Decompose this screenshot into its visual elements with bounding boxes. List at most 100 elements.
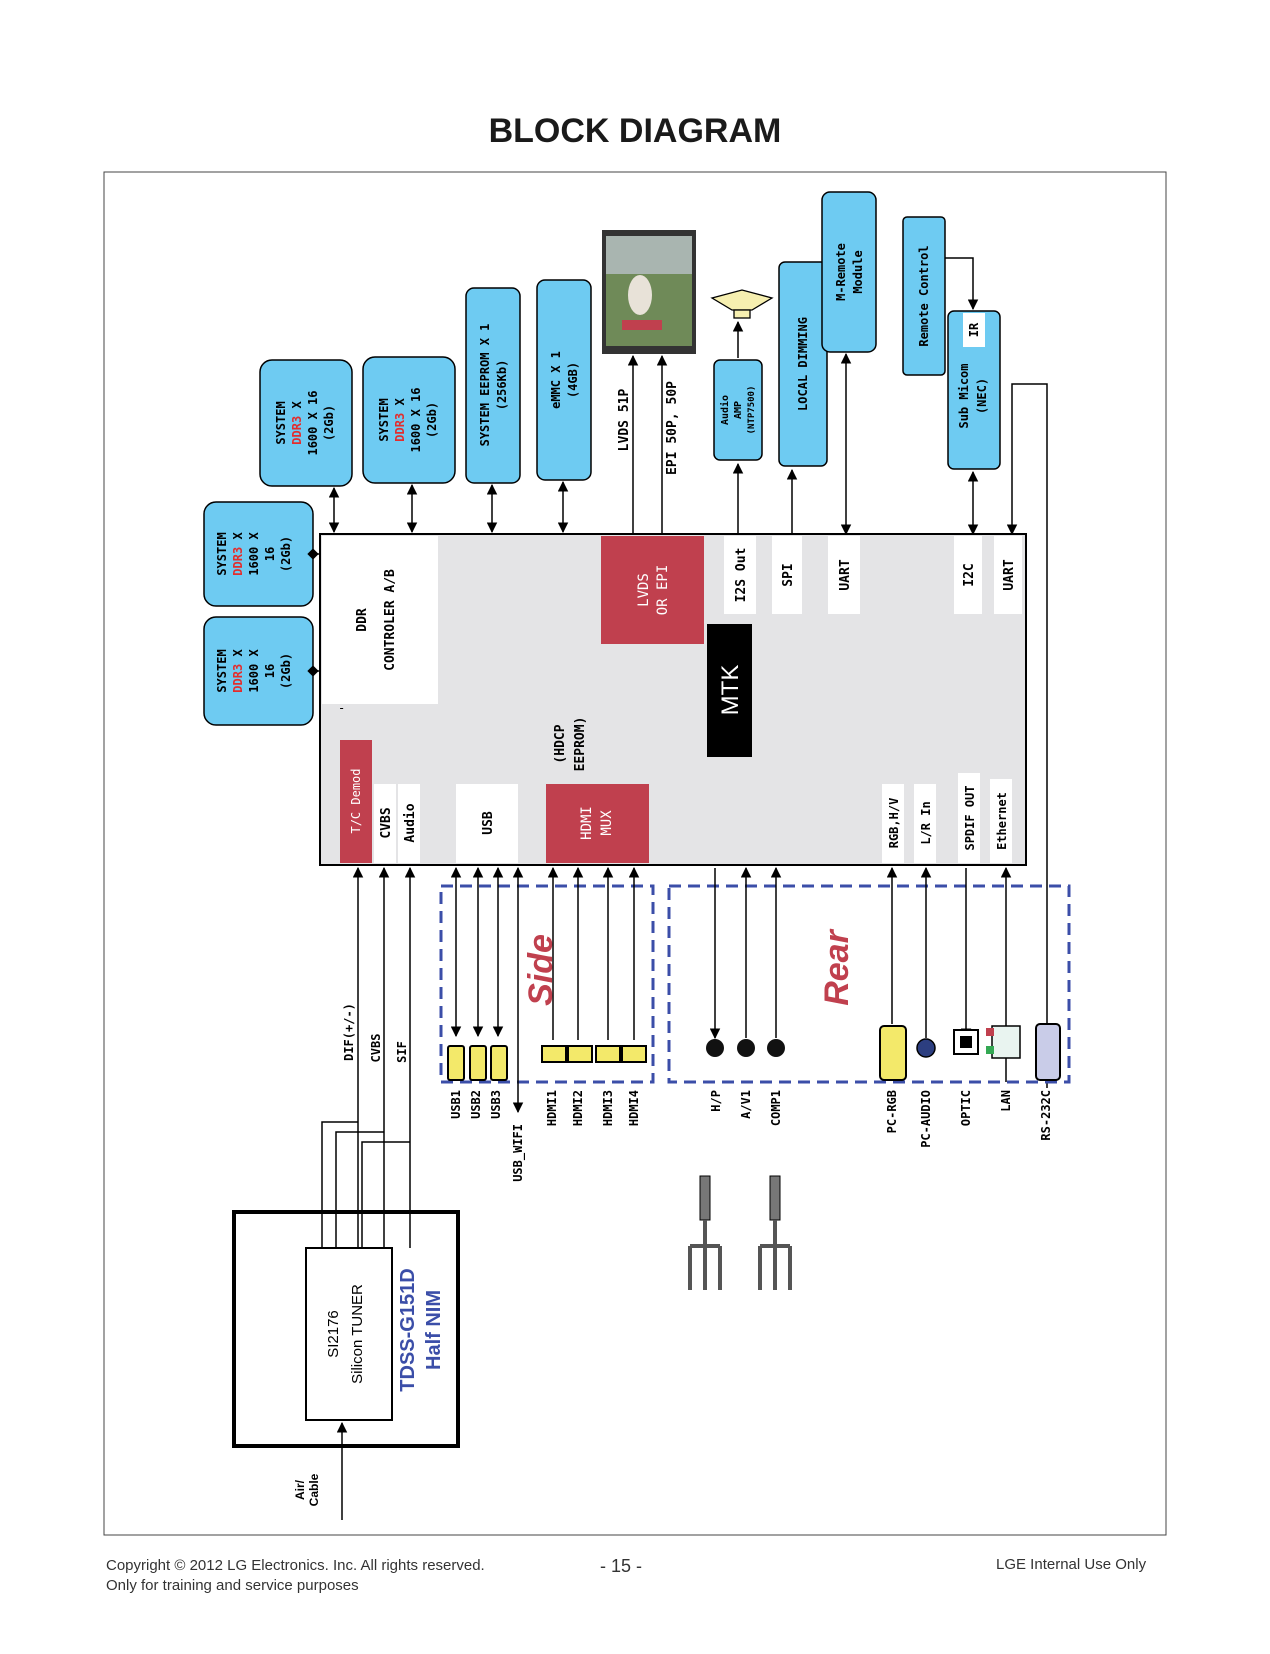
footer-copyright: Copyright © 2012 LG Electronics. Inc. Al… xyxy=(106,1556,485,1596)
copyright-text: Copyright © 2012 LG Electronics. Inc. Al… xyxy=(106,1557,485,1574)
optic-core xyxy=(960,1036,972,1048)
dif-line-lower xyxy=(321,1121,358,1248)
ddr3-box-4-label-3: 1600 X 16 xyxy=(409,387,423,452)
ir-block xyxy=(963,313,985,347)
tuner-chip xyxy=(305,1247,393,1421)
comp1-jack xyxy=(767,1039,785,1057)
ddr3-box-4-label-2: DDR3 X xyxy=(393,398,407,442)
eeprom-label-2: (256Kb) xyxy=(495,360,509,411)
av1-label: A/V1 xyxy=(739,1090,753,1119)
ddr3-box-1-label: SYSTEM xyxy=(215,532,229,575)
sub-micom-label-2: (NEC) xyxy=(975,378,989,414)
ddr3-box-1-label-4: 16 xyxy=(263,547,277,561)
hp-jack xyxy=(706,1039,724,1057)
tuner-module-label: TDSS-G151D xyxy=(397,1268,419,1391)
cvbs-line-lower xyxy=(361,1141,410,1248)
lan-connector xyxy=(991,1025,1021,1059)
rs232-link xyxy=(1006,383,1048,1088)
hdmi1-connector xyxy=(541,1045,567,1063)
speaker-body xyxy=(733,309,751,319)
lvds-epi-block xyxy=(601,536,704,644)
rca-plug-1 xyxy=(699,1175,711,1221)
tuner-chip-label-2: Silicon TUNER xyxy=(349,1284,366,1384)
pc-audio-jack xyxy=(916,1038,936,1058)
usb1-connector xyxy=(447,1045,465,1081)
lan-label: LAN xyxy=(999,1090,1013,1112)
side-group-label: Side xyxy=(522,934,560,1006)
usb3-label: USB3 xyxy=(489,1090,503,1119)
rca-plug-2 xyxy=(769,1175,781,1221)
ddr3-box-2-joint xyxy=(307,665,319,677)
lan-led-green xyxy=(986,1046,994,1054)
ddr3-box-1-label-3: 1600 X xyxy=(247,532,261,576)
ddr3-box-4-label-4: (2Gb) xyxy=(425,402,439,438)
sub-micom-box xyxy=(947,310,1001,470)
mtk-block xyxy=(707,624,752,757)
ddr3-box-1-joint xyxy=(307,548,319,560)
hdmi-mux-label-2: MUX xyxy=(599,810,615,836)
remote-control-box xyxy=(902,216,946,376)
hdmi3-label: HDMI3 xyxy=(601,1090,615,1126)
air-cable-label: Air/ xyxy=(293,1479,307,1500)
m-remote-box xyxy=(821,191,877,353)
page-number: - 15 - xyxy=(600,1556,643,1576)
hdmi4-connector xyxy=(621,1045,647,1063)
hdmi-mux-block xyxy=(546,784,649,863)
hdmi2-label: HDMI2 xyxy=(571,1090,585,1126)
audio-label: Audio xyxy=(403,803,418,842)
rear-group-label: Rear xyxy=(818,928,856,1005)
audio-amp-label-2: AMP xyxy=(733,401,744,419)
air-cable-label-2: Cable xyxy=(307,1473,321,1506)
tc-demod-block xyxy=(340,740,372,863)
lvds-51p-label: LVDS 51P xyxy=(617,389,632,452)
tv-panel-figure xyxy=(628,275,652,315)
mtk-label: MTK xyxy=(717,665,744,716)
local-dimming-box xyxy=(778,261,828,467)
hdcp-eeprom-label: (HDCP xyxy=(553,724,568,763)
soc-dash-mark: - xyxy=(338,701,345,715)
hdmi3-connector xyxy=(595,1045,621,1063)
internal-use-text: LGE Internal Use Only xyxy=(996,1556,1147,1573)
side-group xyxy=(439,884,655,1084)
ddr3-box-3-label-3: 1600 X 16 xyxy=(306,390,320,455)
eeprom-label: SYSTEM EEPROM X 1 xyxy=(478,324,492,447)
av1-jack xyxy=(737,1039,755,1057)
m-remote-label: M-Remote xyxy=(834,243,848,301)
usb2-connector xyxy=(469,1045,487,1081)
usb1-label: USB1 xyxy=(449,1090,463,1119)
ddr3-box-2-label-3: 1600 X xyxy=(247,649,261,693)
ddr3-box-4 xyxy=(362,356,456,484)
lan-led-red xyxy=(986,1028,994,1036)
ddr3-box-1-label-2: DDR3 X xyxy=(231,532,245,576)
ddr3-box-2-label-5: (2Gb) xyxy=(279,653,293,689)
diagram-frame xyxy=(103,171,1167,1536)
lvds-epi-label: LVDS xyxy=(636,573,652,607)
uart2-block xyxy=(994,536,1022,614)
hdmi1-label: HDMI1 xyxy=(545,1090,559,1126)
spi-label: SPI xyxy=(781,563,796,586)
spi-block xyxy=(772,536,802,614)
emmc-label-2: (4GB) xyxy=(566,362,580,398)
hdcp-eeprom-label-2: EEPROM) xyxy=(573,717,588,772)
ddr-controller-block xyxy=(322,536,438,704)
rgb-hv-block xyxy=(882,784,904,863)
page-title: BLOCK DIAGRAM xyxy=(488,112,782,150)
audio-block xyxy=(398,784,420,863)
ethernet-block xyxy=(990,779,1012,863)
cvbs-line-label: CVBS xyxy=(369,1034,383,1063)
purpose-text: Only for training and service purposes xyxy=(106,1577,359,1594)
tuner-module xyxy=(232,1210,460,1448)
m-remote-label-2: Module xyxy=(851,250,865,293)
ddr3-box-1-label-5: (2Gb) xyxy=(279,536,293,572)
audio-amp-label-3: (NTP7500) xyxy=(747,386,757,435)
cvbs-block xyxy=(374,784,396,863)
epi-label: EPI 50P, 50P xyxy=(665,381,680,475)
ddr-controller-label-2: CONTROLER A/B xyxy=(383,569,398,671)
audio-amp-label: Audio xyxy=(719,395,731,425)
local-dimming-label: LOCAL DIMMING xyxy=(796,317,810,411)
rs232c-label: RS-232C xyxy=(1039,1090,1053,1141)
spdif-out-label: SPDIF OUT xyxy=(963,785,977,850)
ddr3-box-2-label-4: 16 xyxy=(263,664,277,678)
usb-wifi-label: USB_WIFI xyxy=(511,1124,526,1182)
ddr3-box-4-label: SYSTEM xyxy=(377,398,391,441)
